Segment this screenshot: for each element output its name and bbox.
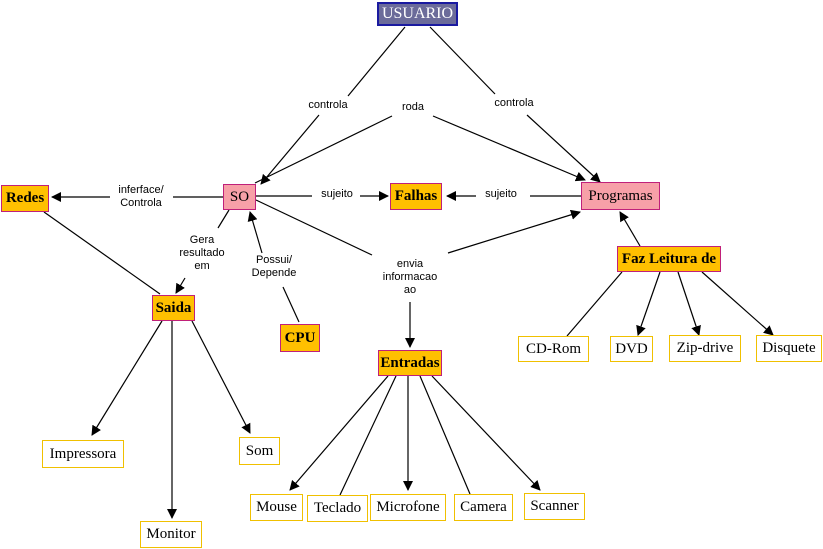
node-scanner: Scanner (524, 493, 585, 520)
label-interface: inferface/ Controla (110, 184, 172, 210)
edge-faz-dvd (636, 271, 661, 336)
edge-saida-impressora (91, 320, 163, 436)
node-disquete: Disquete (756, 335, 822, 362)
label-gera: Gera resultado em (174, 234, 230, 273)
edge-entradas-mouse (289, 375, 389, 491)
edge-cpu-so (282, 286, 300, 323)
edge-faz-zip (677, 271, 701, 336)
node-mouse: Mouse (250, 494, 303, 521)
node-faz-leitura: Faz Leitura de (617, 246, 721, 272)
node-so: SO (223, 184, 256, 210)
node-zipdrive: Zip-drive (669, 335, 741, 362)
label-sujeito-right: sujeito (478, 188, 524, 201)
label-envia: envia informacao ao (370, 258, 450, 297)
label-roda: roda (396, 101, 430, 114)
node-microfone: Microfone (370, 494, 446, 521)
node-camera: Camera (454, 494, 513, 521)
label-controla-right: controla (488, 97, 540, 110)
node-entradas: Entradas (378, 350, 442, 376)
label-controla-left: controla (302, 99, 354, 112)
edge-so-roda (254, 115, 393, 184)
edge-entradas-scanner (431, 375, 541, 491)
node-saida: Saida (152, 295, 195, 321)
node-usuario: USUARIO (377, 2, 458, 26)
edge-saida-som (191, 320, 251, 434)
edge-faz-disquete (701, 271, 774, 336)
node-dvd: DVD (610, 336, 653, 362)
node-monitor: Monitor (140, 521, 202, 548)
edge-usuario-programas (429, 26, 496, 95)
edge-entradas-teclado (339, 375, 397, 496)
label-possui: Possui/ Depende (244, 254, 304, 280)
edge-entradas-camera (419, 375, 471, 495)
node-impressora: Impressora (42, 440, 124, 468)
node-cpu: CPU (280, 324, 320, 352)
edge-faz-cdrom (566, 271, 623, 337)
node-cdrom: CD-Rom (518, 336, 589, 362)
edge-faz-programas (619, 211, 641, 247)
node-falhas: Falhas (390, 183, 442, 210)
label-sujeito-left: sujeito (314, 188, 360, 201)
node-som: Som (239, 437, 280, 465)
node-programas: Programas (581, 182, 660, 210)
node-teclado: Teclado (307, 495, 368, 522)
edge-so-saida (217, 209, 230, 229)
edge-usuario-so (347, 26, 406, 97)
node-redes: Redes (1, 185, 49, 212)
edge-redes-saida (43, 211, 161, 295)
edge-so-envia (255, 199, 373, 256)
